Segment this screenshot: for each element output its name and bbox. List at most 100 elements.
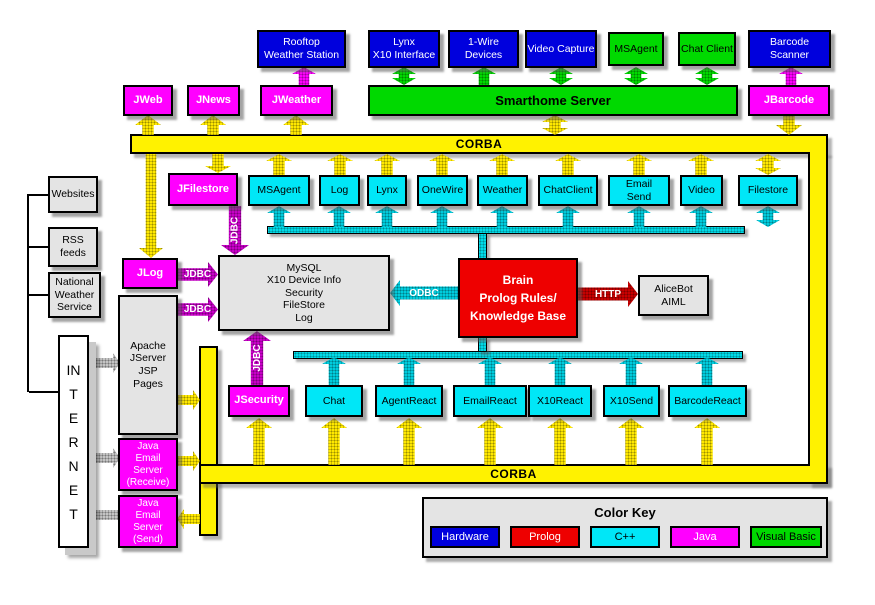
cpp-bus-top: [267, 226, 745, 234]
hw-1wire-devices: 1-Wire Devices: [448, 30, 519, 68]
arrow-emailsend-internet: [86, 505, 120, 525]
corba-bus-left: [199, 346, 218, 536]
cpp-onewire: OneWire: [417, 175, 468, 206]
cpp-barcodereact: BarcodeReact: [668, 385, 747, 417]
internet-line: [29, 391, 58, 393]
cpp-bus-bottom: [293, 351, 743, 359]
java-jweather: JWeather: [260, 85, 333, 116]
corba-bus-top: CORBA: [130, 134, 828, 154]
source-national-weather-service: National Weather Service: [48, 272, 101, 318]
arrow-server-video: [549, 67, 573, 85]
vb-chat-client: Chat Client: [678, 32, 736, 66]
cpp-x10react: X10React: [528, 385, 592, 417]
cpp-video: Video: [680, 175, 723, 206]
arrow-x10send-bus: [619, 357, 643, 386]
prolog-brain: Brain Prolog Rules/ Knowledge Base: [458, 258, 578, 338]
arrow-onewire-corba: [429, 154, 455, 175]
java-jfilestore: JFilestore: [168, 173, 238, 206]
java-jlog: JLog: [122, 258, 178, 289]
arrow-bus-filestore: [756, 206, 780, 227]
arrow-jbarcode-scanner: [779, 67, 803, 85]
arrow-corba-jsecurity: [246, 418, 272, 465]
arrow-x10react-bus: [548, 357, 572, 386]
alicebot-aiml: AliceBot AIML: [638, 275, 709, 316]
vb-msagent: MSAgent: [608, 32, 664, 66]
arrow-bus-chatclient: [556, 206, 580, 227]
hw-barcode-scanner: Barcode Scanner: [748, 30, 831, 68]
corba-bus-bottom: CORBA: [199, 464, 828, 484]
key-swatch-prolog: Prolog: [510, 526, 580, 548]
corba-bottom-label: CORBA: [490, 467, 537, 481]
internet-node: INTERNET: [58, 335, 89, 548]
key-swatch-hardware: Hardware: [430, 526, 500, 548]
color-key-title: Color Key: [594, 505, 656, 520]
arrow-jfilestore-jdbc: JDBC: [221, 206, 249, 255]
arrow-jweather-rooftop: [292, 67, 316, 85]
java-email-server-send: Java Email Server (Send): [118, 495, 178, 548]
arrow-chat-bus: [322, 357, 346, 386]
arrow-corba-agentreact: [396, 418, 422, 465]
arrow-corba-barcodereact: [694, 418, 720, 465]
arrow-corba-jfilestore: [205, 154, 231, 173]
arrow-chatclient-corba: [555, 154, 581, 175]
arrow-bus-emailsend: [627, 206, 651, 227]
cpp-agentreact: AgentReact: [375, 385, 443, 417]
arrow-brain-odbc: ODBC: [390, 280, 458, 306]
cpp-log: Log: [319, 175, 360, 206]
java-jsecurity: JSecurity: [228, 385, 290, 417]
bar-joint: [201, 466, 216, 482]
cpp-weather: Weather: [477, 175, 528, 206]
corba-top-label: CORBA: [455, 137, 503, 151]
arrow-server-chatclient: [695, 67, 719, 85]
java-jbarcode: JBarcode: [748, 85, 830, 116]
hw-video-capture: Video Capture: [525, 30, 597, 68]
color-key: Color Key Hardware Prolog C++ Java Visua…: [422, 497, 828, 558]
java-jweb: JWeb: [123, 85, 173, 116]
arrow-server-msagent: [624, 67, 648, 85]
cpp-lynx: Lynx: [367, 175, 407, 206]
arrow-corba-x10react: [547, 418, 573, 465]
java-email-server-receive: Java Email Server (Receive): [118, 438, 178, 491]
jdbc-label: JDBC: [229, 216, 241, 245]
jdbc-label: JDBC: [183, 269, 212, 280]
mysql-database: MySQL X10 Device Info Security FileStore…: [218, 255, 390, 331]
arrow-jsecurity-jdbc: JDBC: [243, 331, 271, 385]
key-swatch-visual-basic: Visual Basic: [750, 526, 822, 548]
key-swatch-java: Java: [670, 526, 740, 548]
arrow-msagent-corba: [266, 154, 292, 175]
hw-rooftop-weather-station: Rooftop Weather Station: [257, 30, 346, 68]
arrow-brain-http: HTTP: [578, 281, 638, 307]
nws-line: [29, 294, 48, 296]
websites-line: [29, 194, 48, 196]
hw-lynx-x10-interface: Lynx X10 Interface: [368, 30, 440, 68]
java-jnews: JNews: [187, 85, 240, 116]
vb-smarthome-server: Smarthome Server: [368, 85, 738, 116]
arrow-internet-emailreceive: [86, 448, 120, 468]
feed-trunk-line: [27, 194, 29, 392]
arrow-apache-jdbc: JDBC: [177, 297, 218, 322]
arrow-bus-log: [327, 206, 351, 227]
arrow-corba-jnews: [200, 115, 226, 135]
arrow-corba-jweather: [283, 115, 309, 135]
cpp-email-send: Email Send: [608, 175, 670, 206]
source-rss-feeds: RSS feeds: [48, 227, 98, 267]
http-label: HTTP: [594, 288, 622, 300]
rss-line: [29, 246, 48, 248]
brain-bus-link-bottom: [478, 337, 487, 352]
corba-bus-right: [808, 152, 828, 484]
arrow-corba-emailsendserver: [177, 509, 200, 529]
cpp-x10send: X10Send: [603, 385, 660, 417]
arrow-bus-onewire: [430, 206, 454, 227]
apache-jserver: Apache JServer JSP Pages: [118, 295, 178, 435]
internet-label: INTERNET: [66, 361, 81, 522]
arrow-apache-corba: [177, 390, 200, 410]
arrow-server-onewire: [472, 67, 496, 85]
odbc-label: ODBC: [409, 287, 439, 299]
arrow-internet-apache: [86, 353, 120, 373]
arrow-corba-jweb: [135, 115, 161, 135]
cpp-filestore: Filestore: [738, 175, 798, 206]
brain-bus-link-top: [478, 233, 487, 259]
jdbc-label: JDBC: [251, 344, 263, 372]
arrow-jlog-jdbc: JDBC: [177, 262, 218, 287]
